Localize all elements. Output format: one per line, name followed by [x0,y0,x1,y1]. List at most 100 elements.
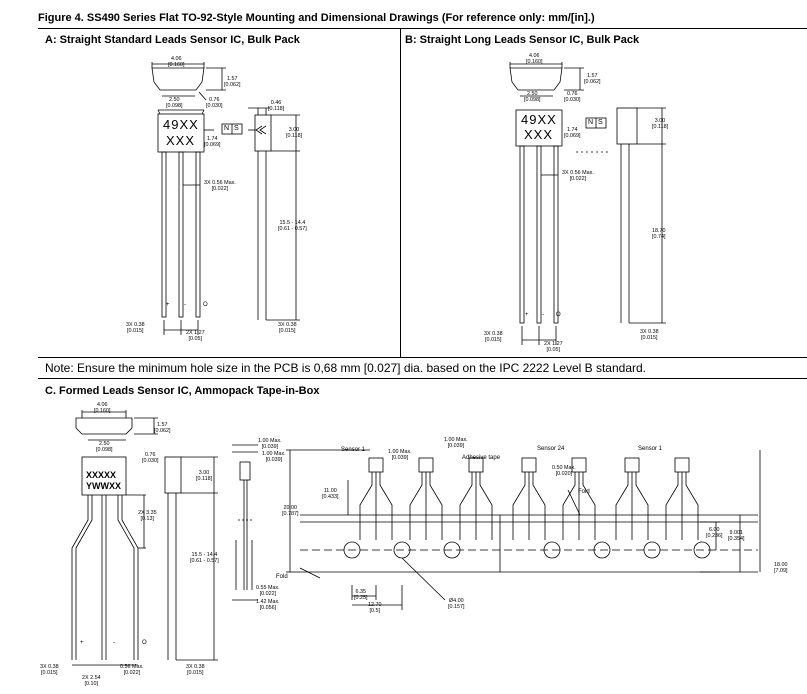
a-marking-bottom: XXX [166,133,196,148]
tape-side-dim-top1: 1.00 Max.[0.039] [258,438,282,450]
b-dim-body-depth: 1.74[0.069] [564,127,581,139]
sprocket-hole [343,541,361,559]
c-dim-side-height: 3.00[0.118] [196,470,213,482]
b-lead-minus: - [542,312,544,318]
a-dim-pitch-body: 2.50[0.098] [166,97,183,109]
figure-title: Figure 4. SS490 Series Flat TO-92-Style … [38,12,595,24]
taped-sensor-27 [665,457,699,540]
c-sensor-body [81,456,127,496]
section-a-title: A: Straight Standard Leads Sensor IC, Bu… [45,34,300,46]
a-dim-body-depth: 1.74[0.069] [204,136,221,148]
a-lead-plus: + [166,302,170,308]
sprocket-hole [643,541,661,559]
c-dim-pitch-body: 2.50[0.098] [96,441,113,453]
tape-dim-top-b: 1.00 Max.[0.039] [444,437,468,449]
a-dim-side-height: 3.00[0.118] [286,127,303,139]
c-dim-form: 2X 3.35[0.13] [138,510,157,522]
taped-sensor-2 [409,457,443,540]
tape-dim-b: 9.001[0.354] [728,530,745,542]
sprocket-hole [543,541,561,559]
c-dim-pitch: 2X 2.54[0.10] [82,675,101,687]
taped-sensor-24 [512,457,546,540]
c-marking-top: XXXXX [86,470,117,480]
section-b-drawing [509,62,666,345]
tape-side-fold-label: Fold [276,574,288,580]
section-b-title: B: Straight Long Leads Sensor IC, Bulk P… [405,34,640,46]
b-dim-side-thickness: 3X 0.38[0.015] [640,329,659,341]
c-dim-side-thickness: 3X 0.38[0.015] [186,664,205,676]
a-dim-side-thickness: 3X 0.38[0.015] [278,322,297,334]
c-top-view-body [75,417,133,435]
a-marking-top: 49XX [163,117,199,132]
a-lead-minus: - [184,302,186,308]
tape-side-dim-bot2: 1.42 Max.[0.056] [256,599,280,611]
a-side-view-body [254,114,272,152]
b-pole-n: N [588,119,594,126]
sprocket-hole [593,541,611,559]
taped-sensor-3 [459,457,493,540]
tape-dim-hole-center: 6.35[0.25] [354,589,368,601]
c-lead-o: O [142,640,147,646]
a-lead-1 [161,151,167,318]
section-a-drawing [151,62,300,335]
tape-dim-lead: 11.00[0.433] [322,488,339,500]
b-dim-side-height: 3.00[0.118] [652,118,669,130]
a-lead-3 [195,151,201,318]
tape-side-sensor [239,461,251,481]
tape-dim-height: 20.00[0.787] [282,505,299,517]
b-dim-lead-length: 18.70[0.74] [652,228,666,240]
tape-dim-a: 6.00[0.236] [706,527,723,539]
sprocket-hole [693,541,711,559]
c-lead-3 [117,495,135,660]
b-pole-s: S [598,119,603,126]
c-dim-lead-length: 15.5 - 14.4[0.61 - 0.57] [190,552,219,564]
taped-sensor-26 [615,457,649,540]
tape-side-dim-top2: 1.00 Max.[0.039] [262,451,286,463]
b-lead-3 [553,145,559,324]
tape-side-dim-bot1: 0.55 Max.[0.022] [256,585,280,597]
a-lead-o: O [203,302,208,308]
tape-dim-top-a: 1.00 Max.[0.039] [388,449,412,461]
section-rule-top [38,357,807,358]
tape-front-view [286,449,761,610]
tape-dim-c: 18.00[7.09] [774,562,788,574]
b-dim-pitch: 2X 1.27[0.05] [544,341,563,353]
c-lead-minus: - [113,640,115,646]
a-dim-width-top: 4.06[0.160] [168,56,185,68]
label-sensor-1-right: Sensor 1 [638,446,663,452]
label-fold: Fold [578,489,590,495]
a-dim-pitch: 2X 1.27[0.05] [186,330,205,342]
section-c-title: C. Formed Leads Sensor IC, Ammopack Tape… [45,385,320,397]
tape-side-view [232,444,258,601]
a-top-view-body [151,67,205,91]
a-dim-lead-length: 15.5 - 14.4[0.61 - 0.57] [278,220,307,232]
b-side-view-body [616,107,638,145]
b-marking-bottom: XXX [524,127,554,142]
taped-sensor-25 [562,457,596,540]
c-dim-lead-thickness: 3X 0.38[0.015] [40,664,59,676]
label-sensor-1: Sensor 1 [341,447,366,453]
tape-dim-hole-dia: Ø4.00[0.157] [448,598,465,610]
b-dim-height-top: 1.57[0.062] [584,73,601,85]
a-dim-lead-offset: 0.76[0.030] [206,97,223,109]
b-dim-lead-width: 3X 0.56 Max.[0.022] [562,170,594,182]
a-dim-height-top: 1.57[0.062] [224,76,241,88]
b-lead-o: O [556,312,561,318]
a-pole-n: N [224,125,230,132]
b-lead-plus: + [525,312,529,318]
c-lead-plus: + [80,640,84,646]
tape-dim-half: 0.50 Max.[0.020] [552,465,576,477]
c-dim-width-top: 4.06[0.160] [94,402,111,414]
b-marking-top: 49XX [521,112,557,127]
b-top-view-body [509,67,563,91]
c-marking-bottom: YWWXX [86,481,121,491]
b-dim-width-top: 4.06[0.160] [526,53,543,65]
b-lead-2 [536,145,542,324]
c-side-view-body [164,456,182,494]
b-dim-pitch-body: 2.50[0.098] [524,91,541,103]
a-lead-2 [178,151,184,318]
b-dim-lead-thickness: 3X 0.38[0.015] [484,331,503,343]
pcb-hole-note: Note: Ensure the minimum hole size in th… [45,361,646,375]
a-dim-lead-thickness: 3X 0.38[0.015] [126,322,145,334]
